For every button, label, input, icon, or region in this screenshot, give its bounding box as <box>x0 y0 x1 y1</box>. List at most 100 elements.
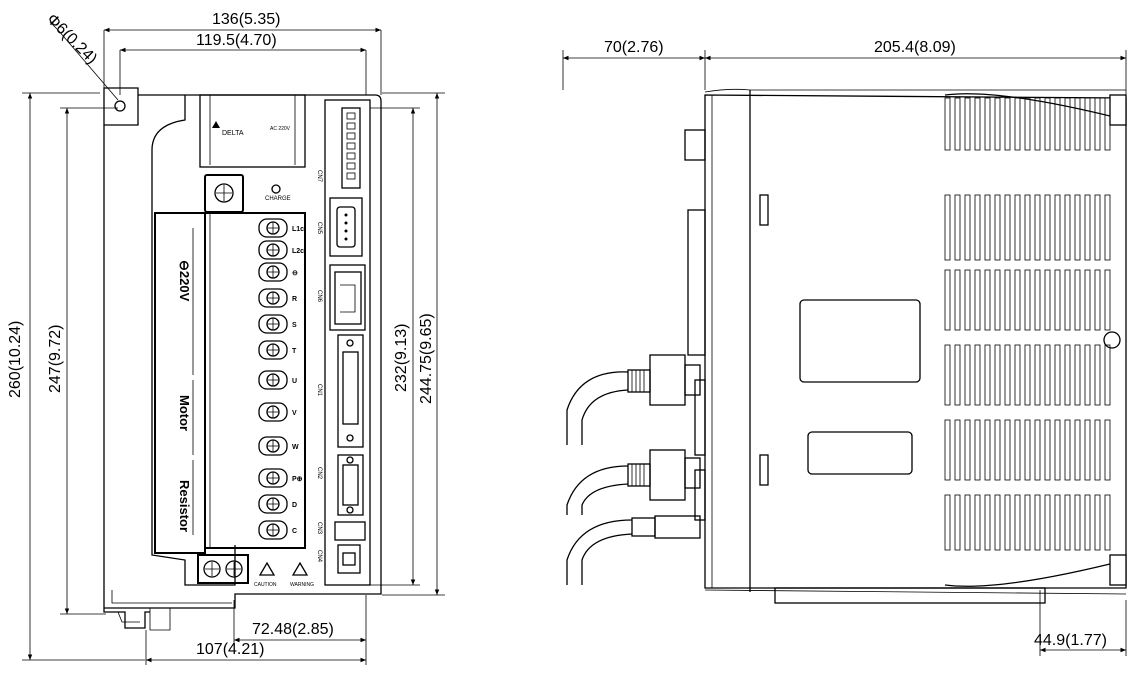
vent-slot <box>1054 97 1061 151</box>
cable-connectors <box>566 354 701 585</box>
logo-text: DELTA <box>222 130 244 137</box>
vent-slot <box>984 494 991 551</box>
vent-slot <box>954 344 961 406</box>
terminal-screw-slot <box>267 374 279 386</box>
vent-slot <box>1104 344 1111 406</box>
body-depth-dimension: 205.4(8.09) <box>705 39 1127 98</box>
bracket-offset-label: 44.9(1.77) <box>1034 632 1107 649</box>
vent-slot <box>1084 344 1091 406</box>
vent-slot <box>1074 419 1081 481</box>
vent-slot <box>984 419 991 481</box>
vent-slot <box>1064 419 1071 481</box>
vent-slot <box>1084 194 1091 261</box>
vent-slot <box>974 344 981 406</box>
vent-slot <box>1084 97 1091 151</box>
svg-text:AC 220V: AC 220V <box>270 126 291 132</box>
vent-slot <box>1044 419 1051 481</box>
terminal-screw-slot <box>267 440 279 452</box>
power-group-label: ⊖220V <box>177 260 192 302</box>
warning-label: WARNING <box>290 582 314 588</box>
ground-terminals: CAUTION WARNING <box>197 554 314 588</box>
terminal-screw <box>258 520 288 540</box>
vent-slot <box>1014 97 1021 151</box>
vent-slot <box>994 344 1001 406</box>
vent-slot <box>1044 494 1051 551</box>
vent-slot <box>1044 269 1051 331</box>
overall-height-label: 260(10.24) <box>7 321 24 398</box>
vent-slot <box>1034 194 1041 261</box>
overall-width-dimension: 136(5.35) <box>103 11 382 95</box>
terminal-label: U <box>292 378 297 385</box>
side-body <box>684 88 1127 604</box>
vent-slot <box>1104 97 1111 151</box>
vent-slot <box>1044 97 1051 151</box>
vent-slot <box>1064 269 1071 331</box>
hole-spacing-height-dimension: 247(9.72) <box>47 107 118 615</box>
hole-spacing-height-label: 247(9.72) <box>47 325 64 394</box>
cable-depth-dimension: 70(2.76) <box>562 39 706 90</box>
base-width-label: 107(4.21) <box>196 641 265 658</box>
vent-slot <box>1024 344 1031 406</box>
vent-slot <box>954 494 961 551</box>
vent-slot <box>1094 419 1101 481</box>
vent-slot <box>994 419 1001 481</box>
vent-slot <box>1004 419 1011 481</box>
terminal-screw <box>258 340 288 360</box>
side-view: 70(2.76) 205.4(8.09) 44.9(1.77) <box>562 39 1127 656</box>
vent-slot <box>944 97 951 151</box>
vent-slot <box>994 494 1001 551</box>
terminal-offset-dimension: 72.48(2.85) <box>233 595 367 645</box>
vent-slot <box>964 269 971 331</box>
terminal-screw <box>258 218 288 238</box>
vent-slot <box>1054 344 1061 406</box>
cn7-pin <box>346 152 356 160</box>
vent-slot <box>974 97 981 151</box>
body-height-label: 244.75(9.65) <box>418 313 435 404</box>
vent-slot <box>1024 97 1031 151</box>
terminal-label: V <box>292 410 297 417</box>
vent-slot <box>1034 97 1041 151</box>
vent-slot <box>1014 494 1021 551</box>
vent-slot <box>1074 344 1081 406</box>
cn7-pin <box>346 122 356 130</box>
vent-slot <box>1074 194 1081 261</box>
resistor-group-label: Resistor <box>177 480 192 532</box>
vent-slot <box>1044 344 1051 406</box>
cable-depth-label: 70(2.76) <box>604 39 664 56</box>
terminal-screw-slot <box>267 292 279 304</box>
terminal-label: W <box>292 444 299 451</box>
vent-slot <box>1024 194 1031 261</box>
terminal-screw-slot <box>267 344 279 356</box>
terminal-screw <box>258 262 288 282</box>
terminal-screw-slot <box>267 406 279 418</box>
vent-slot <box>944 344 951 406</box>
terminal-screw <box>258 288 288 308</box>
vent-slot <box>1104 419 1111 481</box>
vent-slot <box>974 269 981 331</box>
vent-slot <box>1094 97 1101 151</box>
terminal-label: P⊕ <box>292 476 303 483</box>
cn7-label: CN7 <box>316 170 322 183</box>
vent-slot <box>984 269 991 331</box>
terminal-label: ⊖ <box>292 270 298 277</box>
vent-slot <box>1024 419 1031 481</box>
overall-height-dimension: 260(10.24) <box>7 92 145 661</box>
terminal-screw <box>258 240 288 260</box>
terminal-screw <box>258 494 288 514</box>
vent-slot <box>1034 419 1041 481</box>
base-width-dimension: 107(4.21) <box>145 630 367 665</box>
vent-slot <box>964 419 971 481</box>
vent-slot <box>1084 419 1091 481</box>
terminal-screw-slot <box>267 222 279 234</box>
vent-slot <box>1004 269 1011 331</box>
vent-slot <box>1064 194 1071 261</box>
front-view: 136(5.35) 119.5(4.70) Φ6(0.24) 260(10.24… <box>7 11 445 665</box>
vent-slot <box>974 419 981 481</box>
cn3-label: CN3 <box>316 522 322 535</box>
cn7-pin <box>346 162 356 170</box>
vent-slot <box>944 194 951 261</box>
motor-group-label: Motor <box>177 395 192 431</box>
terminal-label: D <box>292 502 297 509</box>
cn6-label: CN6 <box>316 290 322 303</box>
vent-slot <box>964 494 971 551</box>
